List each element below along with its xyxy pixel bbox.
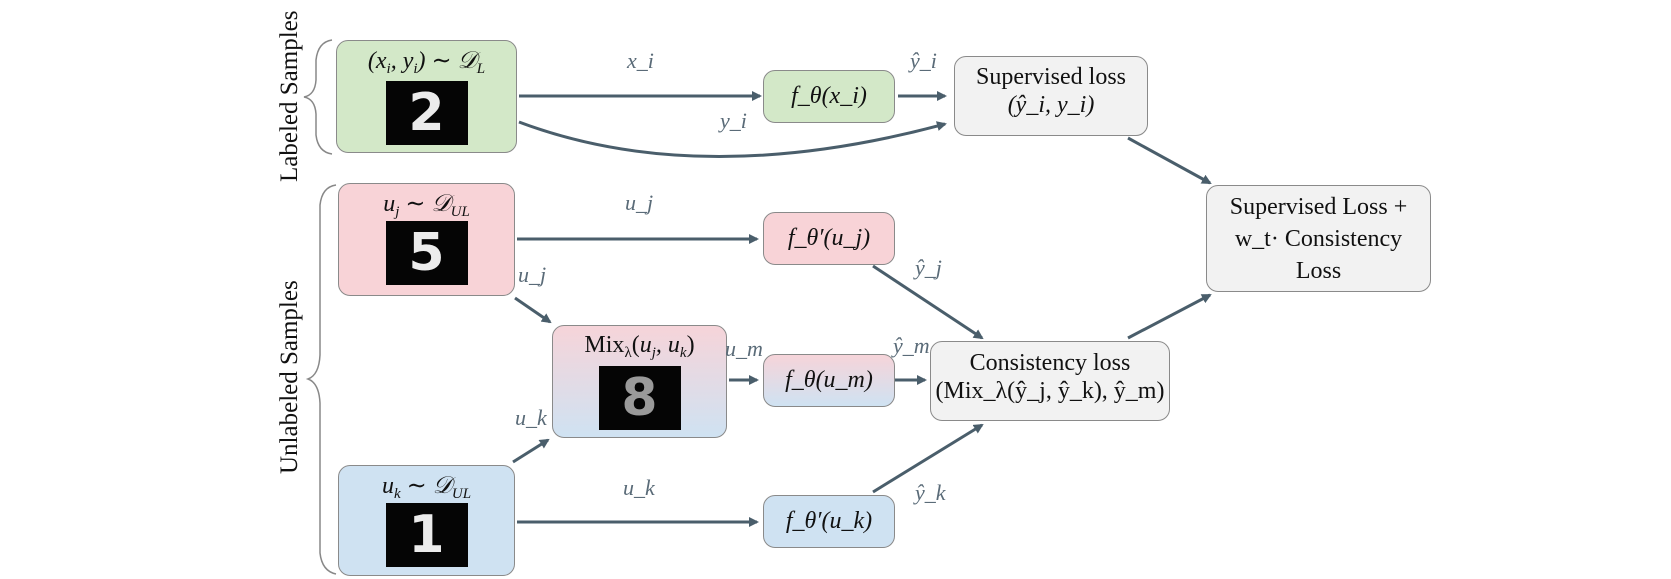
edge-uk-to-mix — [512, 438, 550, 464]
f-theta-um-box: f_θ(u_m) — [763, 354, 895, 407]
edge-uj-to-mix — [514, 296, 552, 324]
supervised-loss-box: Supervised loss (ŷ_i, y_i) — [954, 56, 1148, 136]
consistency-loss-box: Consistency loss (Mix_λ(ŷ_j, ŷ_k), ŷ_m) — [930, 341, 1170, 421]
edge-yi-to-supervised — [518, 120, 947, 158]
digit-image-5: 5 — [385, 221, 468, 285]
edge-label-yhat-i: ŷ_i — [910, 48, 937, 73]
digit-image-1: 1 — [385, 503, 468, 567]
edge-label-xi: x_i — [627, 48, 654, 73]
digit-image-2: 2 — [385, 81, 468, 145]
edge-fuk-to-consistency — [872, 423, 984, 494]
edge-label-yi: y_i — [720, 108, 747, 133]
unlabeled-k-box: uk ∼ 𝒟UL 1 — [338, 465, 515, 576]
labeled-input-title: (xi, yi) ∼ 𝒟L — [367, 48, 486, 77]
total-loss-line1: Supervised Loss + — [1229, 194, 1408, 220]
edge-label-uj-top: u_j — [625, 190, 654, 215]
edge-label-uk-mix: u_k — [515, 405, 547, 430]
f-theta-prime-uj-box: f_θ′(u_j) — [763, 212, 895, 265]
f-theta-prime-uk-box: f_θ′(u_k) — [763, 495, 895, 548]
unlabeled-samples-label: Unlabeled Samples — [276, 280, 303, 474]
edge-label-yhat-k: ŷ_k — [915, 480, 946, 505]
total-loss-box: Supervised Loss + w_t· Consistency Loss — [1206, 185, 1431, 292]
edge-label-uj-mix: u_j — [518, 262, 547, 287]
edge-label-yhat-j: ŷ_j — [915, 255, 942, 280]
unlabeled-j-box: uj ∼ 𝒟UL 5 — [338, 183, 515, 296]
f-theta-prime-uj-label: f_θ′(u_j) — [787, 225, 871, 251]
mix-title: Mixλ(uj, uk) — [584, 332, 695, 361]
f-theta-um-label: f_θ(u_m) — [785, 367, 873, 393]
edge-fuj-to-consistency — [872, 264, 984, 340]
brace-labeled — [303, 39, 333, 155]
unlabeled-k-title: uk ∼ 𝒟UL — [381, 473, 472, 502]
consistency-loss-title: Consistency loss — [969, 350, 1131, 376]
consistency-loss-args: (Mix_λ(ŷ_j, ŷ_k), ŷ_m) — [935, 378, 1165, 404]
f-theta-prime-uk-label: f_θ′(u_k) — [785, 508, 873, 534]
supervised-loss-title: Supervised loss — [976, 64, 1126, 90]
brace-unlabeled — [305, 184, 337, 575]
digit-image-mixed: 8 — [598, 366, 681, 430]
f-theta-xi-box: f_θ(x_i) — [763, 70, 895, 123]
edge-label-yhat-m: ŷ_m — [893, 333, 930, 358]
f-theta-xi-label: f_θ(x_i) — [791, 83, 867, 109]
edge-consistency-to-total — [1127, 293, 1212, 340]
unlabeled-j-title: uj ∼ 𝒟UL — [383, 191, 470, 220]
edge-label-uk-bottom: u_k — [623, 475, 655, 500]
total-loss-line3: Loss — [1295, 258, 1342, 284]
mix-box: Mixλ(uj, uk) 8 — [552, 325, 727, 438]
labeled-input-box: (xi, yi) ∼ 𝒟L 2 — [336, 40, 517, 153]
edge-supervised-to-total — [1127, 136, 1212, 185]
total-loss-line2: w_t· Consistency — [1234, 226, 1403, 252]
edge-label-um: u_m — [725, 336, 763, 361]
labeled-samples-label: Labeled Samples — [276, 10, 303, 182]
supervised-loss-args: (ŷ_i, y_i) — [1007, 92, 1095, 118]
